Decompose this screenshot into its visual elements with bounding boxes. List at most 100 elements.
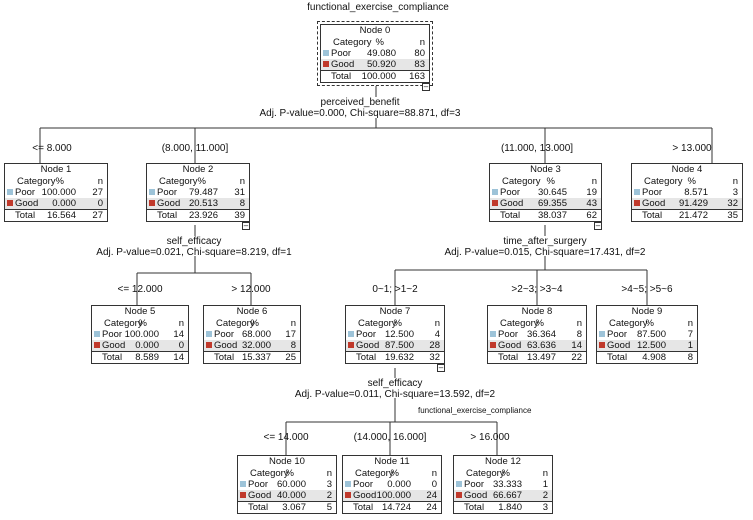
node-header-row: Category%n (454, 468, 552, 479)
branch-label: (11.000, 13.000] (500, 143, 574, 154)
count-value: 25 (285, 352, 296, 363)
poor-swatch (345, 481, 351, 487)
collapse-icon[interactable]: – (422, 82, 430, 91)
percent-header: % (138, 318, 147, 329)
poor-swatch (323, 50, 329, 56)
node-header-row: Category%n (238, 468, 336, 479)
category-label: Good (331, 59, 355, 70)
poor-swatch (490, 331, 496, 337)
good-swatch (323, 61, 329, 67)
node-title: Node 12 (485, 456, 521, 467)
good-swatch (149, 200, 155, 206)
category-label: Good (353, 490, 377, 501)
good-swatch (7, 200, 13, 206)
collapse-icon[interactable]: – (437, 363, 445, 372)
node-title: Node 6 (236, 306, 268, 317)
percent-value: 38.037 (537, 210, 567, 221)
percent-value: 1.840 (498, 502, 522, 513)
category-header: Category (500, 318, 539, 329)
count-value: 3 (732, 187, 738, 198)
good-swatch (345, 492, 351, 498)
count-value: 0 (97, 198, 103, 209)
percent-value: 100.000 (41, 187, 76, 198)
split-statistics-label: Adj. P-value=0.000, Chi-square=88.871, d… (259, 108, 461, 119)
category-header: Category (358, 318, 397, 329)
percent-value: 15.337 (241, 352, 271, 363)
count-value: 1 (687, 340, 693, 351)
split-statistics-label: Adj. P-value=0.021, Chi-square=8.219, df… (96, 247, 292, 258)
category-label: Poor (15, 187, 36, 198)
node-title: Node 1 (40, 164, 72, 175)
count-value: 14 (173, 329, 184, 340)
node-header-row: Category%n (343, 468, 441, 479)
poor-swatch (634, 189, 640, 195)
category-label: Good (642, 198, 666, 209)
count-value: 8 (239, 198, 245, 209)
collapse-icon[interactable]: – (594, 221, 602, 230)
percent-value: 87.500 (636, 329, 666, 340)
collapse-icon[interactable]: – (242, 221, 250, 230)
node-header-row: Category%n (597, 318, 697, 329)
count-value: 1 (542, 479, 548, 490)
category-header: Category (502, 176, 541, 187)
count-value: 24 (426, 490, 437, 501)
percent-header: % (645, 318, 654, 329)
category-label: Total (102, 352, 123, 363)
percent-value: 40.000 (276, 490, 306, 501)
category-label: Total (353, 502, 374, 513)
count-header: n (732, 176, 738, 187)
percent-value: 16.564 (46, 210, 76, 221)
percent-value: 0.000 (387, 479, 411, 490)
count-header: n (591, 176, 597, 187)
branch-label: >4~5; >5~6 (621, 284, 673, 295)
count-value: 27 (92, 187, 103, 198)
category-label: Total (642, 210, 663, 221)
count-header: n (431, 468, 437, 479)
percent-value: 20.513 (188, 198, 218, 209)
split-variable-label: self_efficacy (367, 378, 423, 389)
percent-header: % (535, 318, 544, 329)
percent-value: 0.000 (52, 198, 76, 209)
good-swatch (206, 342, 212, 348)
good-swatch (456, 492, 462, 498)
poor-swatch (240, 481, 246, 487)
good-swatch (348, 342, 354, 348)
count-value: 17 (285, 329, 296, 340)
count-header: n (178, 318, 184, 329)
count-value: 39 (234, 210, 245, 221)
poor-swatch (599, 331, 605, 337)
poor-swatch (456, 481, 462, 487)
category-header: Category (333, 37, 372, 48)
category-label: Poor (356, 329, 377, 340)
branch-label: <= 8.000 (32, 143, 72, 154)
percent-header: % (375, 37, 384, 48)
percent-value: 14.724 (381, 502, 411, 513)
node-title: Node 10 (269, 456, 305, 467)
count-header: n (326, 468, 332, 479)
category-label: Good (607, 340, 631, 351)
percent-header: % (285, 468, 294, 479)
count-header: n (419, 37, 425, 48)
percent-value: 8.571 (684, 187, 708, 198)
split-statistics-label: Adj. P-value=0.011, Chi-square=13.592, d… (294, 389, 496, 400)
percent-header: % (501, 468, 510, 479)
category-label: Poor (331, 48, 352, 59)
